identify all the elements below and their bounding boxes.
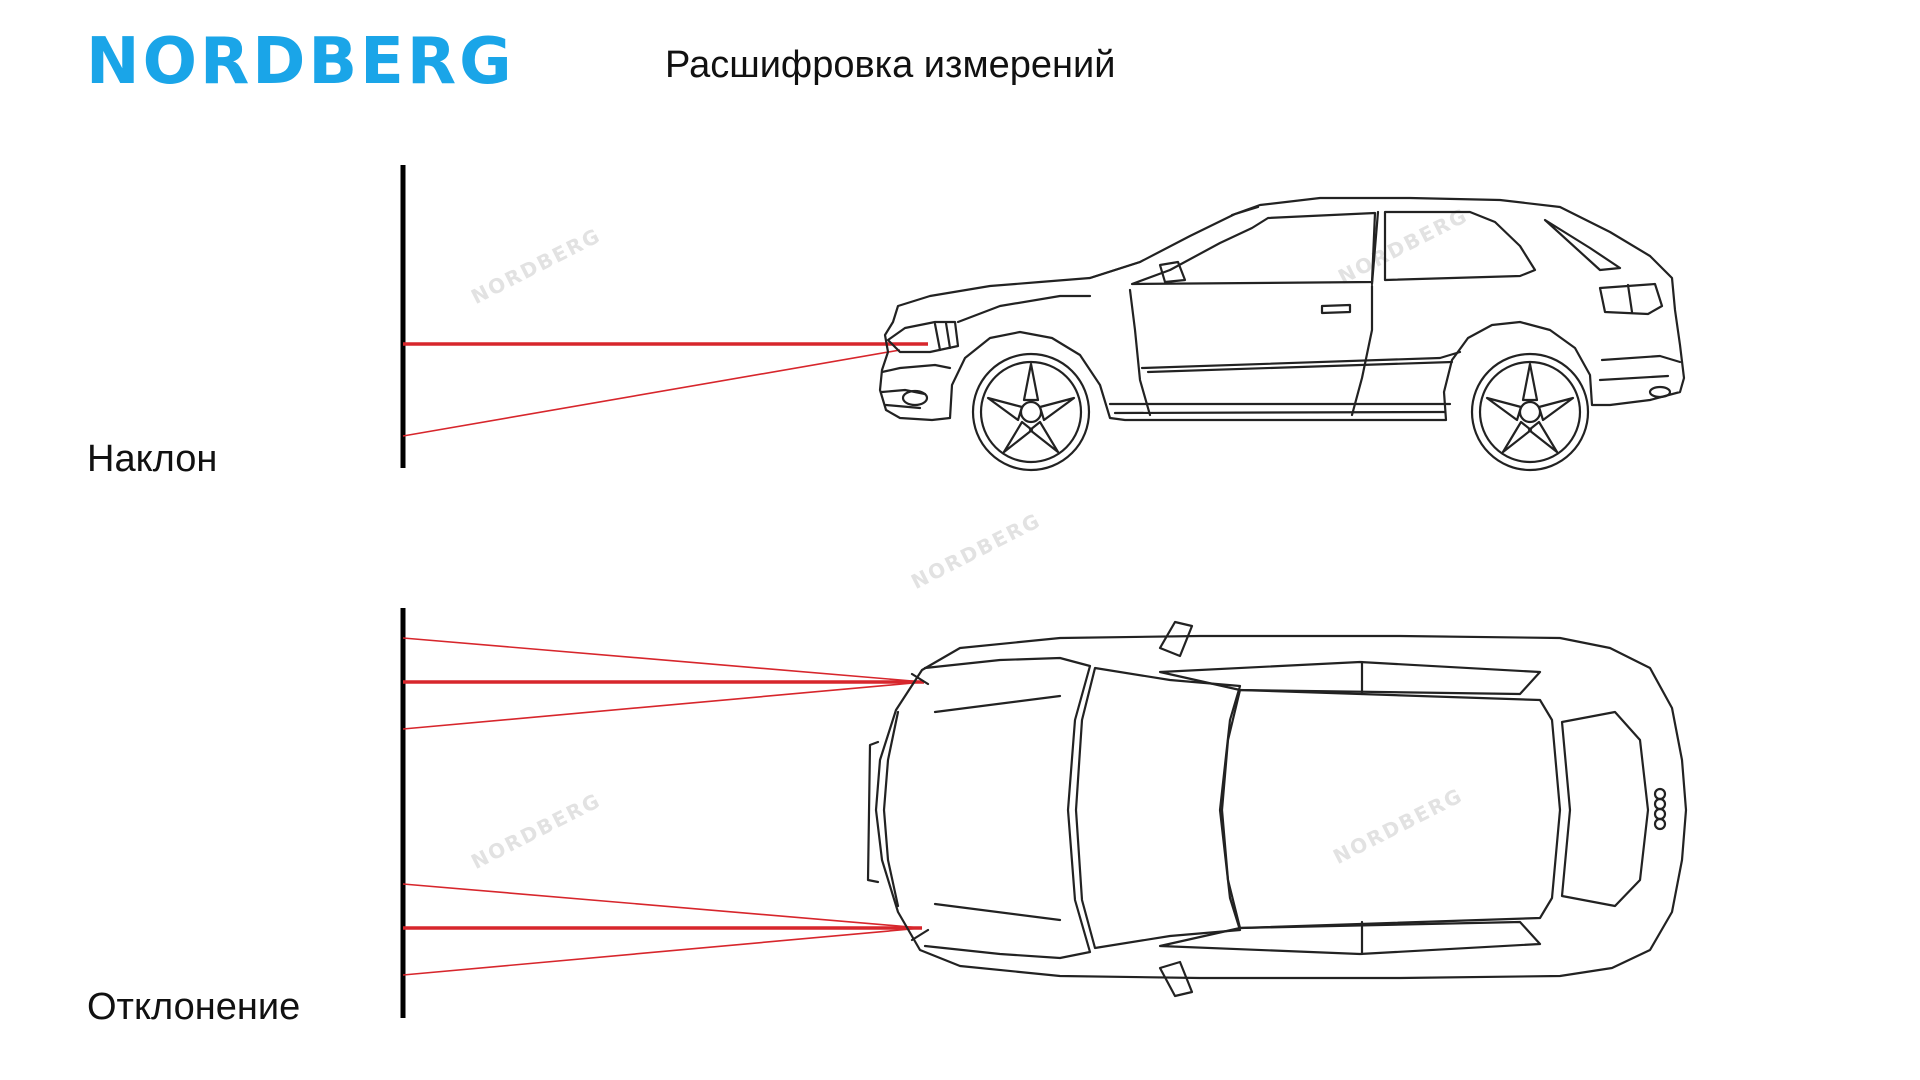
- deviation-section: [400, 608, 1688, 1018]
- tilt-section: [400, 165, 1686, 472]
- beam-group-upper: [402, 637, 925, 730]
- car-top-icon: [866, 620, 1688, 998]
- beam-right-upper: [402, 681, 925, 730]
- beam-left-lower: [402, 883, 923, 929]
- label-deviation: Отклонение: [87, 986, 301, 1028]
- car-side-icon: [878, 196, 1686, 472]
- nordberg-logo: NORDBERG: [86, 25, 515, 99]
- label-tilt: Наклон: [87, 438, 218, 480]
- page-title: Расшифровка измерений: [665, 44, 1116, 86]
- beam-down-tilt: [402, 349, 901, 437]
- beam-group-lower: [402, 883, 923, 976]
- beam-right-lower: [402, 927, 923, 976]
- beam-left-upper: [402, 637, 925, 683]
